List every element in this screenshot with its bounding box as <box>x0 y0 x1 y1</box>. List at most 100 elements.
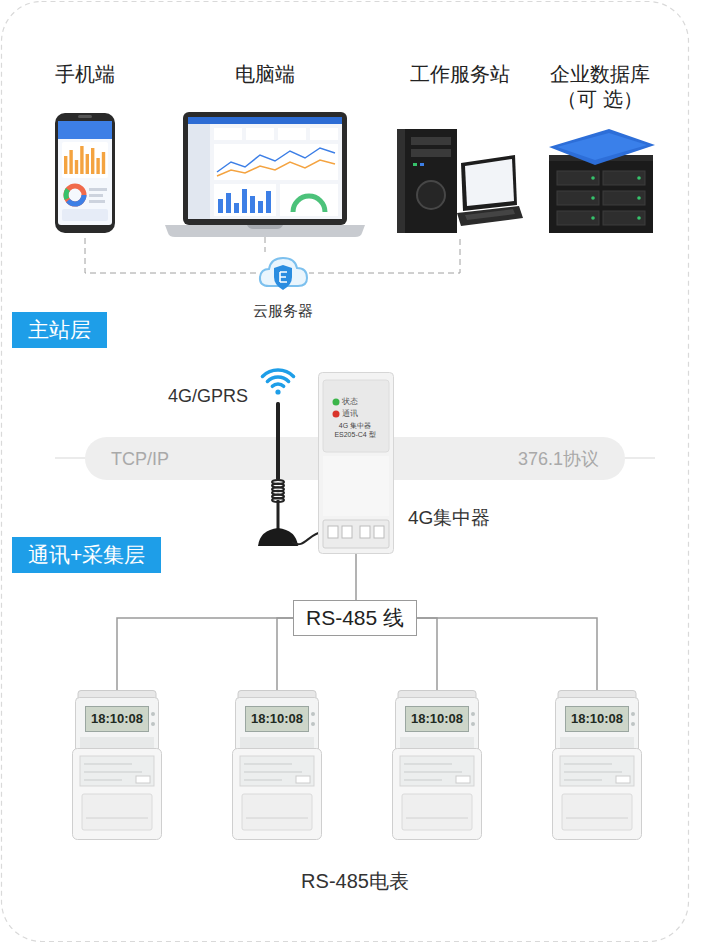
illustration-part <box>557 171 599 185</box>
illustration-part <box>82 794 152 830</box>
network-label: 4G/GPRS <box>146 385 248 408</box>
node-text: 通讯+采集层 <box>28 537 145 573</box>
connector-line <box>277 618 293 690</box>
illustration-part <box>406 707 469 732</box>
illustration-part <box>66 186 84 204</box>
illustration-part <box>86 707 149 732</box>
illustration-part <box>258 528 298 546</box>
illustration-part <box>591 176 595 180</box>
illustration-part <box>564 764 612 765</box>
illustration-part <box>417 181 445 209</box>
illustration-part <box>404 780 442 781</box>
illustration-part <box>102 152 105 174</box>
workstation-device: 工作服务站 <box>395 62 525 235</box>
illustration-part <box>55 113 115 233</box>
illustration-part <box>188 117 342 124</box>
illustration-part <box>277 500 280 532</box>
illustration-part <box>244 764 292 765</box>
illustration-part <box>603 191 645 205</box>
illustration-part <box>69 150 72 174</box>
illustration-part <box>73 749 162 840</box>
illustration-part <box>420 163 424 166</box>
phone-device: 手机端 <box>40 62 130 234</box>
illustration-part <box>244 780 282 781</box>
illustration-part <box>151 712 155 716</box>
illustration-part <box>84 780 122 781</box>
device-illustration <box>395 125 525 235</box>
illustration-part <box>75 160 78 174</box>
illustration-part <box>465 209 515 220</box>
illustration-part <box>311 722 315 726</box>
illustration-part <box>603 211 645 225</box>
illustration-part <box>242 189 247 213</box>
node-text: 电脑端 <box>165 62 365 87</box>
illustration-part <box>267 377 288 381</box>
node-text: 工作服务站 <box>395 62 525 87</box>
illustration-part <box>397 129 457 233</box>
connector-line <box>309 239 460 273</box>
electric-meter: 18:10:08 <box>552 690 642 840</box>
illustration-part <box>471 712 475 716</box>
illustration-part <box>402 794 472 830</box>
illustration-part <box>234 203 239 213</box>
illustration-part <box>319 373 394 554</box>
illustration-part <box>188 117 342 219</box>
illustration-part <box>86 154 89 174</box>
illustration-part <box>311 712 315 716</box>
illustration-part <box>66 186 84 204</box>
illustration-part <box>616 776 630 783</box>
illustration-part <box>564 772 622 773</box>
cloud-server: 云服务器 <box>238 252 328 320</box>
illustration-part <box>89 200 105 203</box>
illustration-part <box>136 776 150 783</box>
illustration-part <box>62 209 108 221</box>
illustration-part <box>86 818 148 819</box>
illustration-part <box>183 112 347 225</box>
illustration-part <box>276 402 280 480</box>
illustration-part <box>246 128 274 140</box>
node-text: 18:10:08 <box>246 711 308 727</box>
illustration-part <box>562 794 632 830</box>
illustration-part <box>461 155 517 211</box>
illustration-part <box>80 756 154 786</box>
illustration-part <box>233 749 322 840</box>
laptop-device: 电脑端 <box>165 62 365 237</box>
outer-dashed-frame <box>2 2 689 942</box>
illustration-part <box>557 211 599 225</box>
layer-band: 主站层 <box>12 312 107 348</box>
illustration-part <box>360 526 370 538</box>
illustration-part <box>62 142 108 178</box>
node-text: RS-485 线 <box>306 601 404 635</box>
illustration-part <box>471 722 475 726</box>
database-device: 企业数据库 （可 选） <box>540 62 660 235</box>
node-text: 18:10:08 <box>566 711 628 727</box>
illustration-part <box>557 133 647 160</box>
illustration-part <box>151 722 155 726</box>
illustration-part <box>66 186 84 204</box>
illustration-part <box>244 772 302 773</box>
illustration-part <box>218 199 223 213</box>
illustration-part <box>637 216 641 220</box>
illustration-part <box>393 749 482 840</box>
illustration-part <box>89 194 103 197</box>
illustration-part <box>226 193 231 213</box>
illustration-part <box>637 176 641 180</box>
illustration-part <box>456 776 470 783</box>
illustration-part <box>591 196 595 200</box>
illustration-part <box>411 149 451 157</box>
illustration-part <box>214 128 242 140</box>
illustration-part <box>404 772 462 773</box>
electric-meter: 18:10:08 <box>232 690 322 840</box>
illustration-part <box>262 370 293 376</box>
illustration-part <box>374 526 384 538</box>
node-text: 4G集中器 <box>408 506 490 530</box>
illustration-part <box>404 764 452 765</box>
illustration-part <box>296 776 310 783</box>
device-illustration <box>165 112 365 237</box>
rs485-bus-box: RS-485 线 <box>293 600 417 636</box>
illustration-part <box>564 780 602 781</box>
illustration-part <box>64 156 67 174</box>
illustration-part <box>246 707 309 732</box>
